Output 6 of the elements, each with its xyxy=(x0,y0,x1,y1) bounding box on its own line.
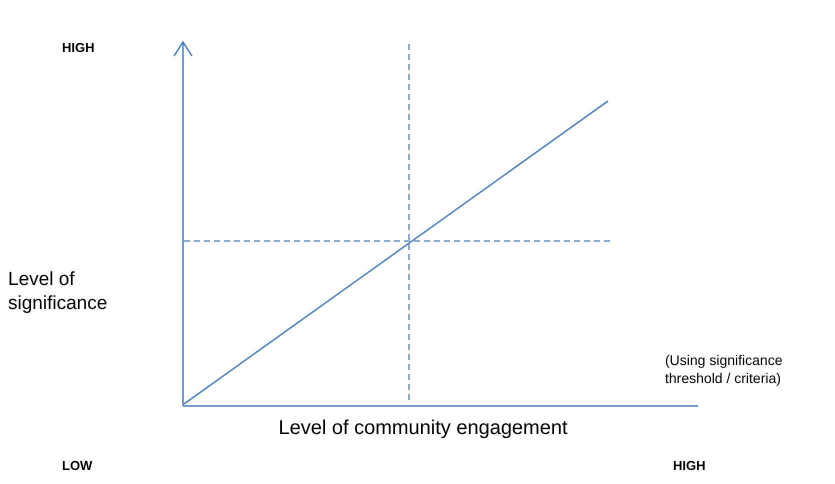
axis-end-label: HIGH xyxy=(62,40,96,56)
axis-title: Level of significance xyxy=(8,268,108,316)
note: (Using significance threshold / criteria) xyxy=(665,352,784,387)
axis-end-label: LOW xyxy=(62,458,94,474)
axis-title: Level of community engagement xyxy=(277,416,569,441)
axis-end-label: HIGH xyxy=(673,458,706,474)
